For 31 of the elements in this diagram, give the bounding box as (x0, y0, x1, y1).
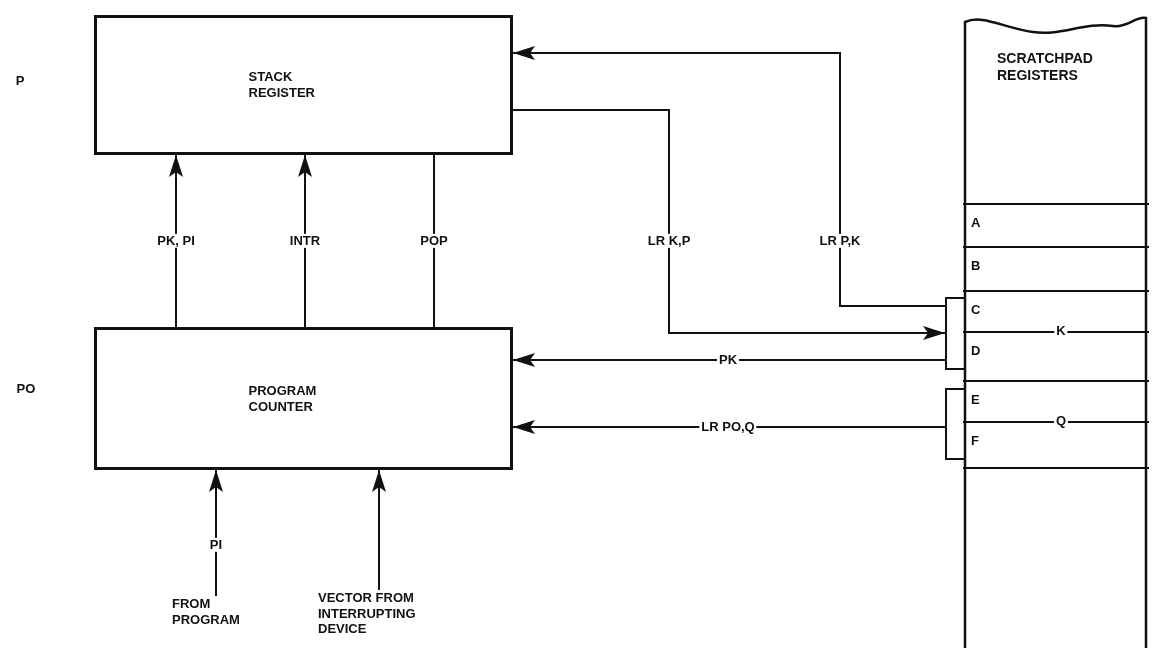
source-label: FROM PROGRAM (172, 596, 241, 628)
source-label: VECTOR FROM INTERRUPTING DEVICE (318, 590, 417, 637)
box-title: PROGRAM COUNTER (248, 382, 318, 415)
box-title: STACK REGISTER (248, 69, 316, 101)
edge-label: LR P,K (817, 233, 863, 249)
connector-line (433, 154, 435, 328)
arrow (372, 469, 386, 591)
register-name: A (971, 215, 981, 231)
arrow (512, 353, 946, 367)
edge-label: PK, PI (155, 233, 197, 249)
register-name: E (971, 392, 980, 408)
register-box (94, 327, 513, 470)
edge-label: LR K,P (645, 233, 693, 249)
bracket (945, 388, 965, 460)
arrow (298, 154, 312, 328)
arrow (512, 46, 946, 307)
register-name: D (971, 343, 981, 359)
pair-label: Q (1053, 413, 1069, 429)
register-name: C (971, 302, 981, 318)
edge-label: POP (418, 233, 450, 249)
edge-label: PI (207, 537, 225, 553)
box-title: SCRATCHPAD REGISTERS (997, 50, 1094, 84)
arrow (169, 154, 183, 328)
edge-label: INTR (287, 233, 323, 249)
bracket (945, 297, 965, 370)
arrow (512, 109, 946, 340)
register-box (94, 15, 513, 155)
arrow (209, 469, 223, 597)
register-name: B (971, 258, 981, 274)
edge-label: LR PO,Q (699, 419, 757, 435)
register-name: F (971, 433, 979, 449)
